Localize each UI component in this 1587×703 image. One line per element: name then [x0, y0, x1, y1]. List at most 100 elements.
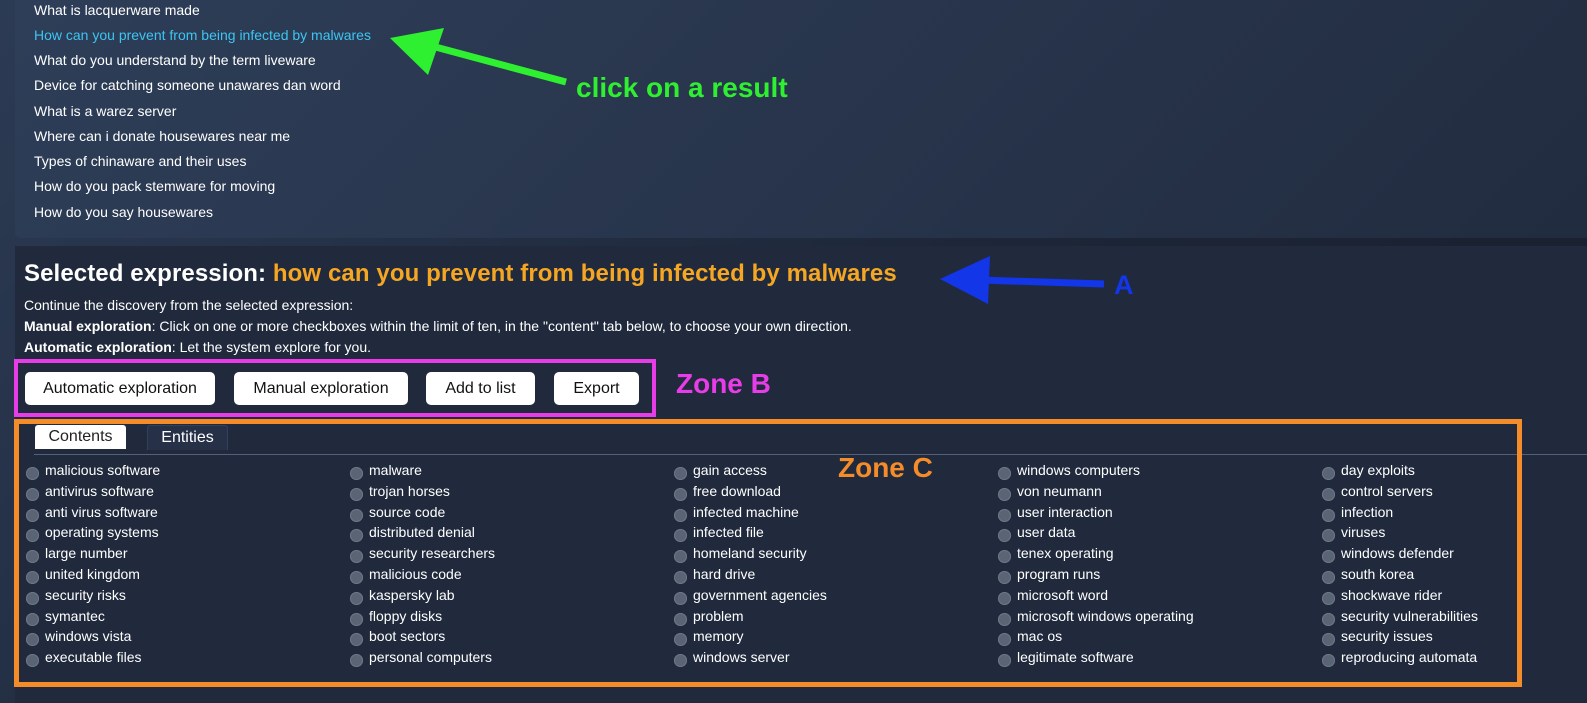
checkbox-circle[interactable]	[1322, 529, 1335, 543]
checkbox-item[interactable]: operating systems	[26, 524, 159, 543]
result-item[interactable]: Types of chinaware and their uses	[34, 153, 247, 169]
checkbox-circle[interactable]	[26, 467, 39, 480]
checkbox-circle[interactable]	[350, 508, 363, 522]
checkbox-item[interactable]: windows defender	[1322, 545, 1454, 564]
checkbox-circle[interactable]	[674, 654, 687, 668]
checkbox-item[interactable]: boot sectors	[350, 628, 445, 647]
result-item[interactable]: Where can i donate housewares near me	[34, 128, 291, 144]
checkbox-item[interactable]: tenex operating	[998, 545, 1114, 564]
checkbox-item[interactable]: malicious software	[26, 462, 160, 480]
checkbox-item[interactable]: windows computers	[998, 462, 1140, 480]
checkbox-circle[interactable]	[350, 654, 363, 668]
checkbox-circle[interactable]	[26, 591, 39, 605]
checkbox-item[interactable]: microsoft word	[998, 587, 1108, 605]
checkbox-item[interactable]: trojan horses	[350, 483, 450, 501]
checkbox-item[interactable]: executable files	[26, 649, 142, 668]
checkbox-circle[interactable]	[350, 550, 363, 564]
checkbox-circle[interactable]	[674, 550, 687, 564]
checkbox-circle[interactable]	[26, 571, 39, 584]
checkbox-circle[interactable]	[26, 550, 39, 564]
checkbox-item[interactable]: security researchers	[350, 545, 495, 564]
checkbox-item[interactable]: windows vista	[26, 628, 131, 647]
checkbox-item[interactable]: homeland security	[674, 545, 807, 564]
checkbox-circle[interactable]	[998, 508, 1011, 522]
checkbox-circle[interactable]	[350, 467, 363, 480]
checkbox-circle[interactable]	[998, 487, 1011, 501]
checkbox-item[interactable]: security risks	[26, 587, 126, 605]
checkbox-item[interactable]: symantec	[26, 608, 105, 626]
checkbox-circle[interactable]	[26, 508, 39, 522]
checkbox-circle[interactable]	[674, 508, 687, 522]
checkbox-circle[interactable]	[1322, 654, 1335, 668]
checkbox-circle[interactable]	[350, 591, 363, 605]
checkbox-circle[interactable]	[998, 529, 1011, 543]
checkbox-circle[interactable]	[998, 633, 1011, 647]
checkbox-circle[interactable]	[1322, 633, 1335, 647]
checkbox-item[interactable]: infection	[1322, 504, 1393, 522]
checkbox-item[interactable]: infected machine	[674, 504, 799, 522]
tab-contents[interactable]: Contents	[35, 425, 126, 449]
checkbox-circle[interactable]	[350, 529, 363, 543]
checkbox-circle[interactable]	[674, 591, 687, 605]
checkbox-item[interactable]: control servers	[1322, 483, 1433, 501]
checkbox-item[interactable]: infected file	[674, 524, 764, 543]
result-item[interactable]: What is a warez server	[34, 103, 177, 119]
checkbox-circle[interactable]	[26, 612, 39, 626]
export-button[interactable]: Export	[554, 372, 639, 405]
checkbox-item[interactable]: anti virus software	[26, 504, 158, 522]
result-item[interactable]: How do you say housewares	[34, 204, 213, 220]
result-item[interactable]: What is lacquerware made	[34, 2, 200, 18]
checkbox-circle[interactable]	[1322, 591, 1335, 605]
checkbox-circle[interactable]	[674, 467, 687, 480]
result-item[interactable]: What do you understand by the term livew…	[34, 52, 316, 68]
checkbox-circle[interactable]	[26, 633, 39, 647]
checkbox-item[interactable]: south korea	[1322, 566, 1414, 584]
checkbox-item[interactable]: shockwave rider	[1322, 587, 1442, 605]
checkbox-circle[interactable]	[998, 467, 1011, 480]
checkbox-circle[interactable]	[350, 487, 363, 501]
add-to-list-button[interactable]: Add to list	[426, 372, 535, 405]
checkbox-item[interactable]: malware	[350, 462, 422, 480]
checkbox-circle[interactable]	[26, 654, 39, 668]
checkbox-item[interactable]: microsoft windows operating	[998, 608, 1194, 626]
checkbox-item[interactable]: problem	[674, 608, 744, 626]
checkbox-item[interactable]: hard drive	[674, 566, 755, 584]
checkbox-item[interactable]: reproducing automata	[1322, 649, 1477, 668]
checkbox-item[interactable]: legitimate software	[998, 649, 1134, 668]
checkbox-circle[interactable]	[674, 529, 687, 543]
checkbox-circle[interactable]	[1322, 612, 1335, 626]
checkbox-item[interactable]: floppy disks	[350, 608, 442, 626]
checkbox-item[interactable]: large number	[26, 545, 128, 564]
result-item-active[interactable]: How can you prevent from being infected …	[34, 27, 371, 43]
checkbox-item[interactable]: mac os	[998, 628, 1062, 647]
checkbox-circle[interactable]	[350, 571, 363, 584]
checkbox-item[interactable]: united kingdom	[26, 566, 140, 584]
checkbox-item[interactable]: day exploits	[1322, 462, 1415, 480]
checkbox-circle[interactable]	[674, 612, 687, 626]
checkbox-circle[interactable]	[998, 654, 1011, 668]
manual-exploration-button[interactable]: Manual exploration	[234, 372, 408, 405]
checkbox-circle[interactable]	[1322, 571, 1335, 584]
checkbox-item[interactable]: kaspersky lab	[350, 587, 455, 605]
checkbox-item[interactable]: von neumann	[998, 483, 1102, 501]
checkbox-circle[interactable]	[674, 633, 687, 647]
checkbox-item[interactable]: malicious code	[350, 566, 462, 584]
checkbox-circle[interactable]	[1322, 487, 1335, 501]
checkbox-item[interactable]: windows server	[674, 649, 789, 668]
checkbox-item[interactable]: free download	[674, 483, 781, 501]
checkbox-circle[interactable]	[26, 487, 39, 501]
result-item[interactable]: How do you pack stemware for moving	[34, 178, 276, 194]
checkbox-item[interactable]: government agencies	[674, 587, 827, 605]
checkbox-item[interactable]: user data	[998, 524, 1075, 543]
checkbox-circle[interactable]	[26, 529, 39, 543]
checkbox-circle[interactable]	[1322, 467, 1335, 480]
tab-entities[interactable]: Entities	[147, 425, 228, 450]
automatic-exploration-button[interactable]: Automatic exploration	[25, 372, 215, 405]
checkbox-item[interactable]: memory	[674, 628, 744, 647]
checkbox-circle[interactable]	[674, 487, 687, 501]
checkbox-item[interactable]: source code	[350, 504, 445, 522]
checkbox-item[interactable]: program runs	[998, 566, 1100, 584]
result-item[interactable]: Device for catching someone unawares dan…	[34, 77, 341, 93]
checkbox-circle[interactable]	[1322, 550, 1335, 564]
checkbox-circle[interactable]	[998, 612, 1011, 626]
